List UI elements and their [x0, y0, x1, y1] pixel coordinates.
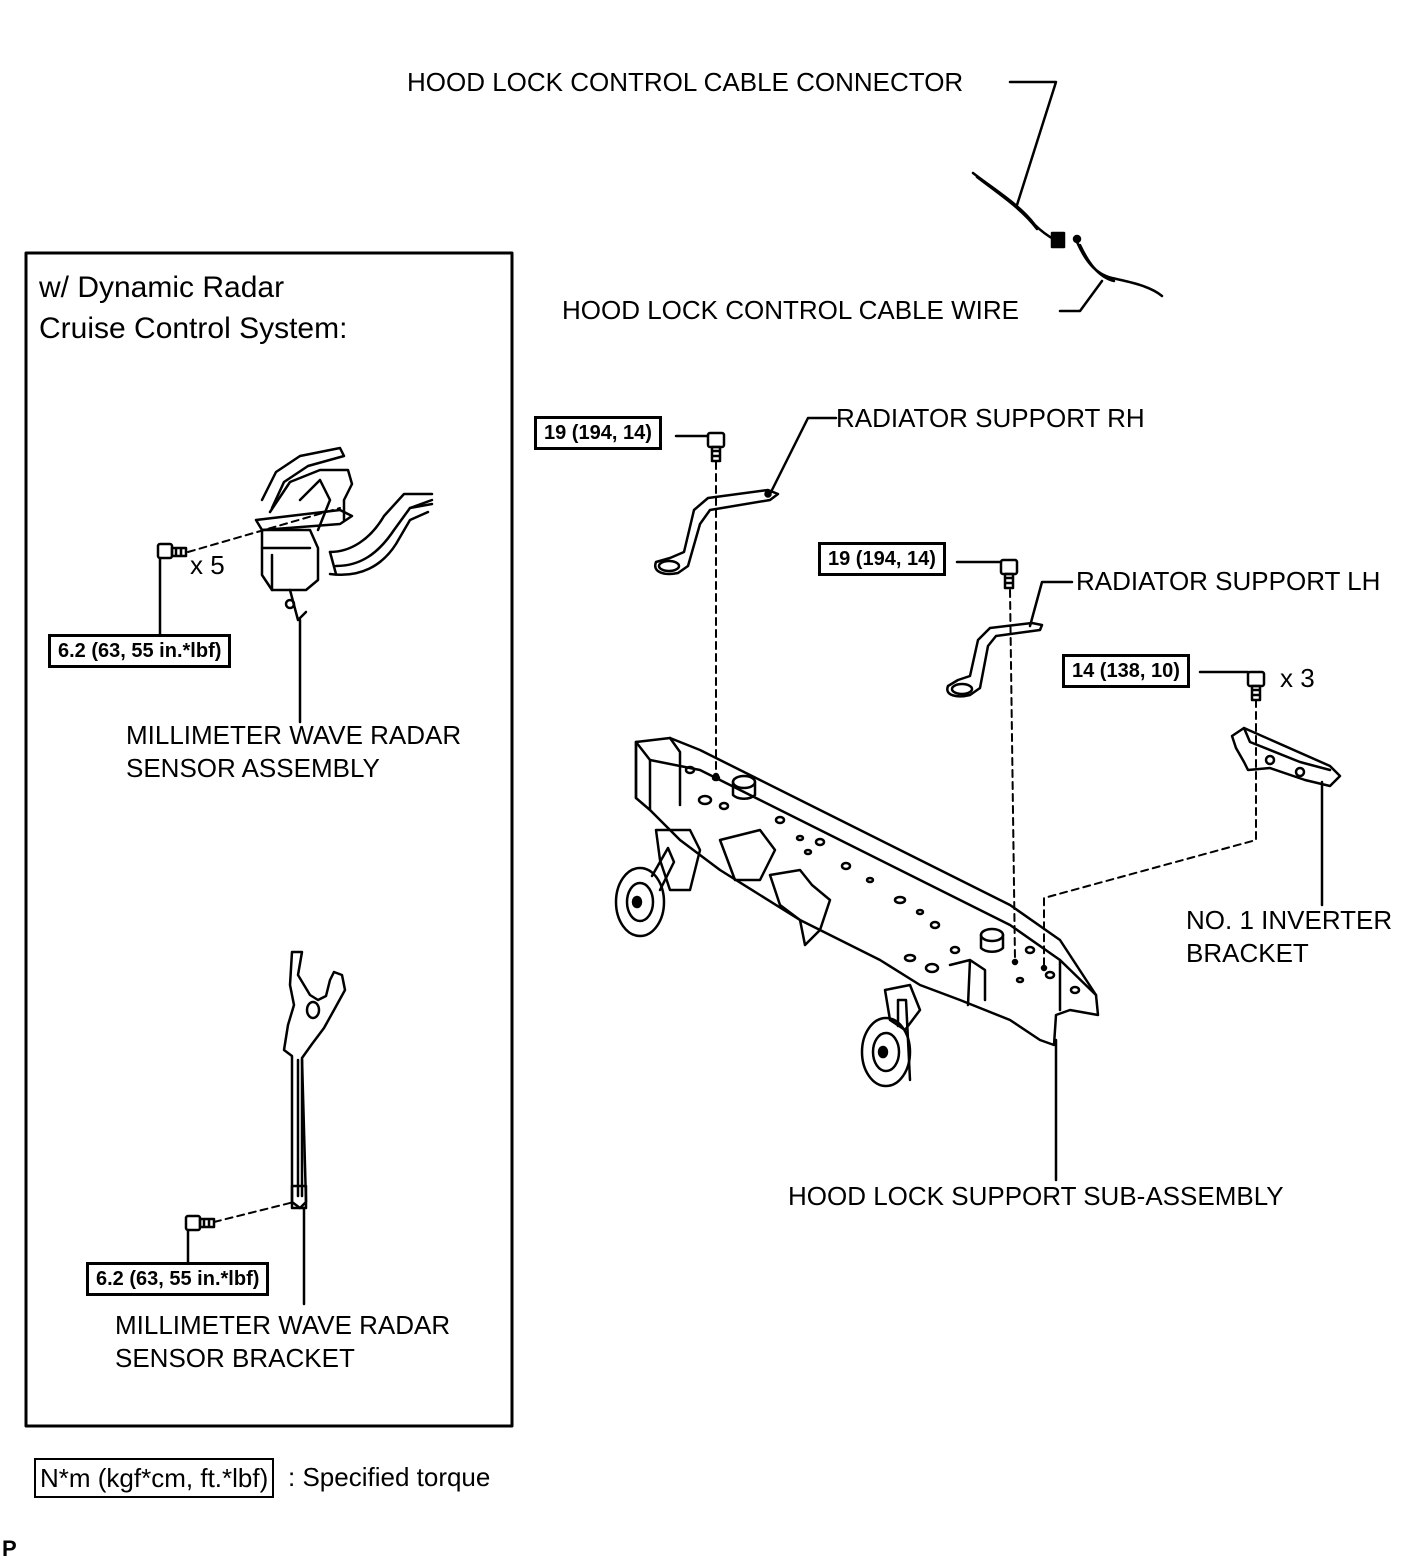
inverter-bolt-quantity: x 3 — [1280, 663, 1315, 693]
inverter-bracket-label-line2: BRACKET — [1186, 938, 1309, 968]
torque-spec-radiator-rh: 19 (194, 14) — [534, 416, 662, 450]
cable-connector-leader — [1008, 80, 1058, 207]
torque-unit-legend-box: N*m (kgf*cm, ft.*lbf) — [34, 1458, 275, 1498]
hood-lock-support-label: HOOD LOCK SUPPORT SUB-ASSEMBLY — [788, 1181, 1284, 1211]
radar-sensor-assembly-drawing — [156, 446, 434, 622]
corner-mark: P — [2, 1536, 17, 1561]
radar-sensor-bracket-drawing — [184, 950, 347, 1232]
cable-connector-label: HOOD LOCK CONTROL CABLE CONNECTOR — [407, 67, 964, 97]
inset-title-line1: w/ Dynamic Radar — [39, 271, 285, 304]
radar-bracket-label-line2: SENSOR BRACKET — [115, 1343, 355, 1373]
hood-lock-support-drawing — [614, 736, 1100, 1088]
radar-sensor-dashed — [187, 507, 341, 553]
torque-spec-radar-sensor: 6.2 (63, 55 in.*lbf) — [48, 634, 232, 668]
radar-sensor-label-line2: SENSOR ASSEMBLY — [126, 753, 380, 783]
radiator-support-lh-label: RADIATOR SUPPORT LH — [1076, 566, 1381, 596]
radiator-support-rh-label: RADIATOR SUPPORT RH — [836, 403, 1145, 433]
inverter-bracket-drawing — [1230, 670, 1342, 788]
radar-sensor-bolt-quantity: x 5 — [190, 550, 225, 580]
cable-wire-label: HOOD LOCK CONTROL CABLE WIRE — [562, 295, 1019, 325]
radiator-support-rh-drawing — [653, 431, 780, 576]
radar-bracket-dashed — [213, 1201, 295, 1223]
torque-spec-radiator-lh: 19 (194, 14) — [818, 542, 946, 576]
torque-spec-inverter: 14 (138, 10) — [1062, 654, 1190, 688]
radiator-support-lh-drawing — [946, 558, 1044, 698]
radiator-lh-dashed — [1009, 589, 1016, 961]
inset-title-line2: Cruise Control System: — [39, 312, 348, 345]
inverter-bracket-label-line1: NO. 1 INVERTER — [1186, 905, 1393, 935]
radiator-lh-leader — [1028, 580, 1074, 628]
cable-wire-leader — [1058, 279, 1104, 313]
torque-spec-radar-bracket: 6.2 (63, 55 in.*lbf) — [86, 1262, 270, 1296]
radar-sensor-label-line1: MILLIMETER WAVE RADAR — [126, 720, 462, 750]
torque-legend-description: : Specified torque — [288, 1462, 491, 1492]
radar-bracket-label-line1: MILLIMETER WAVE RADAR — [115, 1310, 451, 1340]
hood-lock-control-cable-drawing — [971, 171, 1164, 298]
inset-frame — [24, 251, 514, 1428]
radiator-rh-leader — [768, 416, 838, 496]
